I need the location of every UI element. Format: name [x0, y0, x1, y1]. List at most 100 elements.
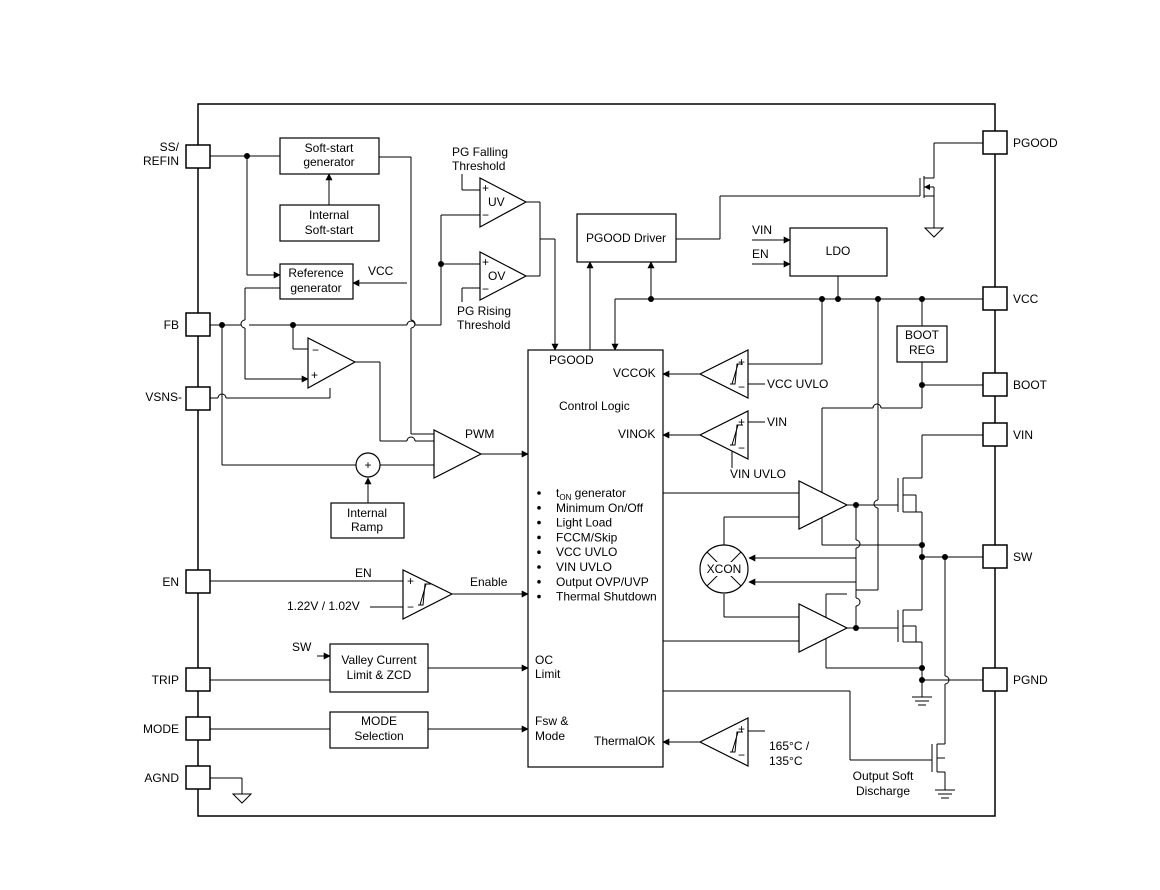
svg-text:−: −	[312, 343, 319, 357]
cl-fsw-label: Mode	[535, 729, 565, 743]
vcc-ref-label: VCC	[368, 264, 394, 278]
svg-text:XCON: XCON	[707, 562, 742, 576]
uv-ov-wiring	[461, 174, 559, 351]
hysteresis-icon	[418, 583, 431, 606]
svg-text:Soft-start: Soft-start	[305, 223, 354, 237]
pg-rising-label: PG Rising	[457, 304, 511, 318]
junction-dot	[919, 665, 925, 671]
feature-item: Output OVP/UVP	[556, 575, 649, 589]
feature-item: Light Load	[556, 516, 612, 530]
mode-selection-block: MODE Selection	[329, 711, 429, 749]
high-side-driver	[798, 480, 849, 530]
control-logic-block: PGOOD VCCOK Control Logic VINOK tON gene…	[527, 349, 664, 768]
svg-text:+: +	[482, 181, 489, 195]
softstart-generator-block: Soft-start generator	[279, 137, 380, 175]
output-soft-label: Discharge	[856, 784, 910, 798]
svg-text:PGOOD Driver: PGOOD Driver	[586, 231, 666, 245]
svg-text:LDO: LDO	[826, 244, 851, 258]
vcc-uvlo-comparator: + −	[698, 349, 749, 399]
pin-vsns: VSNS-	[145, 386, 211, 411]
junction-dot	[219, 322, 225, 328]
hysteresis-icon	[730, 363, 743, 385]
pin-label: EN	[162, 575, 179, 589]
svg-text:Reference: Reference	[288, 266, 344, 280]
cl-oc-label: Limit	[535, 667, 561, 681]
svg-text:UV: UV	[488, 195, 505, 209]
pin-agnd: AGND	[144, 765, 211, 790]
pin-pgood: PGOOD	[982, 130, 1058, 155]
left-wiring	[210, 155, 529, 794]
pin-ss-refin: SS/ REFIN	[143, 140, 211, 169]
svg-text:Limit & ZCD: Limit & ZCD	[347, 668, 412, 682]
xcon-block: XCON	[699, 544, 749, 594]
svg-text:−: −	[407, 600, 414, 614]
svg-text:PWM: PWM	[465, 427, 494, 441]
ov-comparator: + − OV	[479, 251, 528, 301]
feature-bullet	[537, 550, 541, 554]
pin-boot: BOOT	[982, 372, 1048, 397]
junction-dot	[942, 554, 948, 560]
pin-label: FB	[164, 318, 179, 332]
svg-text:+: +	[482, 255, 489, 269]
feature-bullet	[537, 491, 541, 495]
cl-pgood-label: PGOOD	[549, 353, 594, 367]
pin-label: SS/	[160, 140, 180, 154]
thermal-comparator: + −	[698, 717, 749, 767]
ldo-en-label: EN	[752, 247, 769, 261]
svg-text:+: +	[364, 458, 371, 472]
hysteresis-icon	[730, 731, 743, 753]
junction-dot	[648, 296, 654, 302]
feature-bullet	[537, 520, 541, 525]
en-comparator: + −	[402, 569, 454, 620]
pin-vin: VIN	[982, 422, 1033, 447]
vin-cmp-label: VIN	[767, 415, 787, 429]
valley-current-block: Valley Current Limit & ZCD	[329, 643, 429, 693]
output-soft-label: Output Soft	[853, 769, 914, 783]
vin-uvlo-label: VIN UVLO	[730, 467, 786, 481]
pin-vcc: VCC	[982, 286, 1039, 311]
feature-bullet	[537, 580, 541, 584]
ldo-vin-label: VIN	[752, 223, 772, 237]
pgood-ground-icon	[923, 227, 945, 238]
internal-ramp-block: Internal Ramp	[330, 502, 405, 539]
svg-text:Selection: Selection	[354, 729, 403, 743]
junction-dot	[919, 382, 925, 388]
pin-mode: MODE	[143, 716, 211, 741]
ldo-block: LDO	[789, 227, 888, 277]
feature-bullet	[537, 506, 541, 510]
pg-falling-label: Threshold	[452, 159, 505, 173]
junction-dot	[853, 625, 859, 631]
vcc-uvlo-label: VCC UVLO	[767, 377, 828, 391]
pwm-comparator: PWM	[433, 427, 494, 479]
pin-trip: TRIP	[152, 667, 211, 692]
svg-text:+: +	[738, 415, 745, 429]
sw-input-label: SW	[292, 640, 312, 654]
pin-pgnd: PGND	[982, 667, 1048, 692]
internal-softstart-block: Internal Soft-start	[279, 204, 380, 242]
pin-label: PGOOD	[1013, 136, 1058, 150]
chip-outline	[197, 103, 996, 817]
low-side-mosfet-icon	[897, 609, 922, 643]
svg-text:−: −	[738, 441, 745, 455]
pin-label: REFIN	[143, 154, 179, 168]
mosfet-arrow	[924, 184, 930, 190]
svg-text:Internal: Internal	[347, 506, 387, 520]
junction-dot	[875, 296, 881, 302]
junction-dot	[919, 677, 925, 683]
svg-text:MODE: MODE	[361, 714, 397, 728]
feature-item: VIN UVLO	[556, 560, 612, 574]
feature-item: VCC UVLO	[556, 545, 617, 559]
svg-text:BOOT: BOOT	[905, 328, 940, 342]
cl-vinok-label: VINOK	[618, 427, 655, 441]
pg-falling-label: PG Falling	[452, 145, 508, 159]
junction-dot	[244, 153, 250, 159]
svg-text:REG: REG	[909, 343, 935, 357]
svg-text:OV: OV	[488, 269, 505, 283]
pin-label: VCC	[1013, 292, 1039, 306]
error-amplifier: − +	[307, 337, 357, 390]
svg-text:Soft-start: Soft-start	[305, 141, 354, 155]
junction-dot	[819, 296, 825, 302]
thermal-label: 135°C	[769, 754, 803, 768]
